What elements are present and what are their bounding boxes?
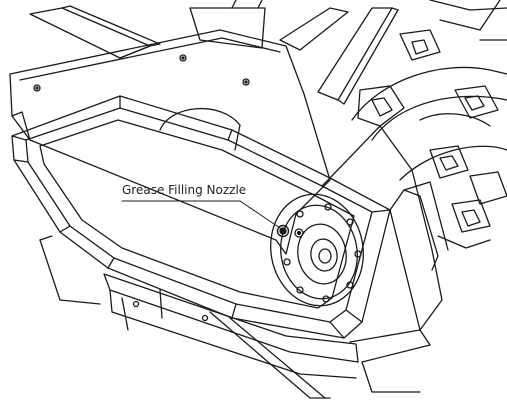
rotor-hammers xyxy=(351,0,507,249)
side-cover xyxy=(11,95,391,339)
back-plate xyxy=(9,29,331,255)
lower-frame xyxy=(39,235,431,399)
callout-leader-line xyxy=(121,200,281,229)
grease-nipple-icon xyxy=(276,224,304,238)
right-side-plate xyxy=(329,125,449,331)
top-frame xyxy=(29,0,399,105)
callout-label-grease-filling-nozzle: Grease Filling Nozzle xyxy=(122,183,247,197)
bearing-flange xyxy=(270,193,364,307)
